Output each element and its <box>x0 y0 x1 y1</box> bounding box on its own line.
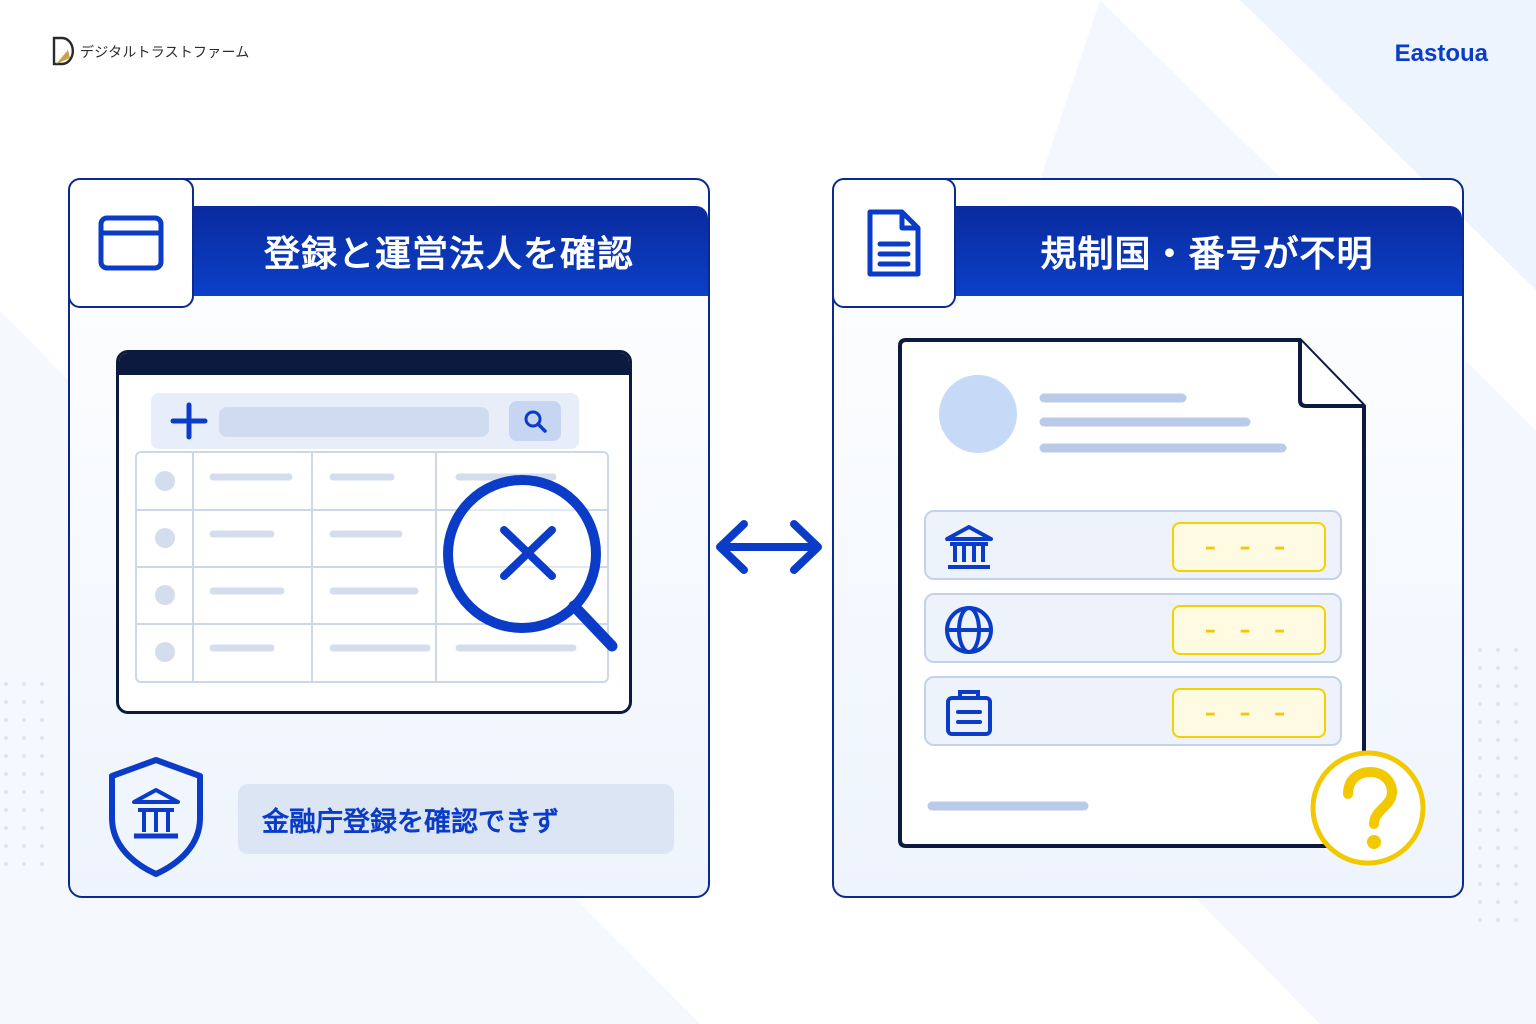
document-icon <box>867 209 921 277</box>
question-mark-icon <box>1310 750 1426 866</box>
avatar <box>939 375 1017 453</box>
left-icon-tab <box>68 178 194 308</box>
browser-window-icon <box>98 215 164 271</box>
info-row-bank: – – – <box>924 510 1342 580</box>
number-value: – – – <box>1172 688 1326 738</box>
magnifier-x-icon <box>443 475 618 652</box>
search-button <box>509 401 561 441</box>
right-panel-title: 規制国・番号が不明 <box>952 206 1462 296</box>
brand-logo-right: Eastoua <box>1394 40 1488 67</box>
browser-toolbar <box>151 393 579 449</box>
globe-icon <box>945 606 993 654</box>
d-logo-icon <box>52 36 74 66</box>
brand-logo-left: デジタルトラストファーム <box>52 36 249 68</box>
search-input <box>219 407 489 437</box>
brand-name-left: デジタルトラストファーム <box>80 45 250 61</box>
shield-bank-icon <box>109 757 203 877</box>
browser-title-bar <box>119 353 629 375</box>
left-panel-title: 登録と運営法人を確認 <box>190 206 708 296</box>
briefcase-icon <box>946 690 992 736</box>
country-value: – – – <box>1172 605 1326 655</box>
right-icon-tab <box>832 178 956 308</box>
search-icon <box>524 410 547 433</box>
bank-value: – – – <box>1172 522 1326 572</box>
plus-icon <box>170 402 208 440</box>
notice-label: 金融庁登録を確認できず <box>238 784 674 854</box>
data-table <box>135 451 609 683</box>
double-arrow-icon <box>716 520 822 574</box>
info-row-country: – – – <box>924 593 1342 663</box>
bank-icon <box>945 525 993 569</box>
browser-mockup <box>116 350 632 714</box>
info-row-number: – – – <box>924 676 1342 746</box>
